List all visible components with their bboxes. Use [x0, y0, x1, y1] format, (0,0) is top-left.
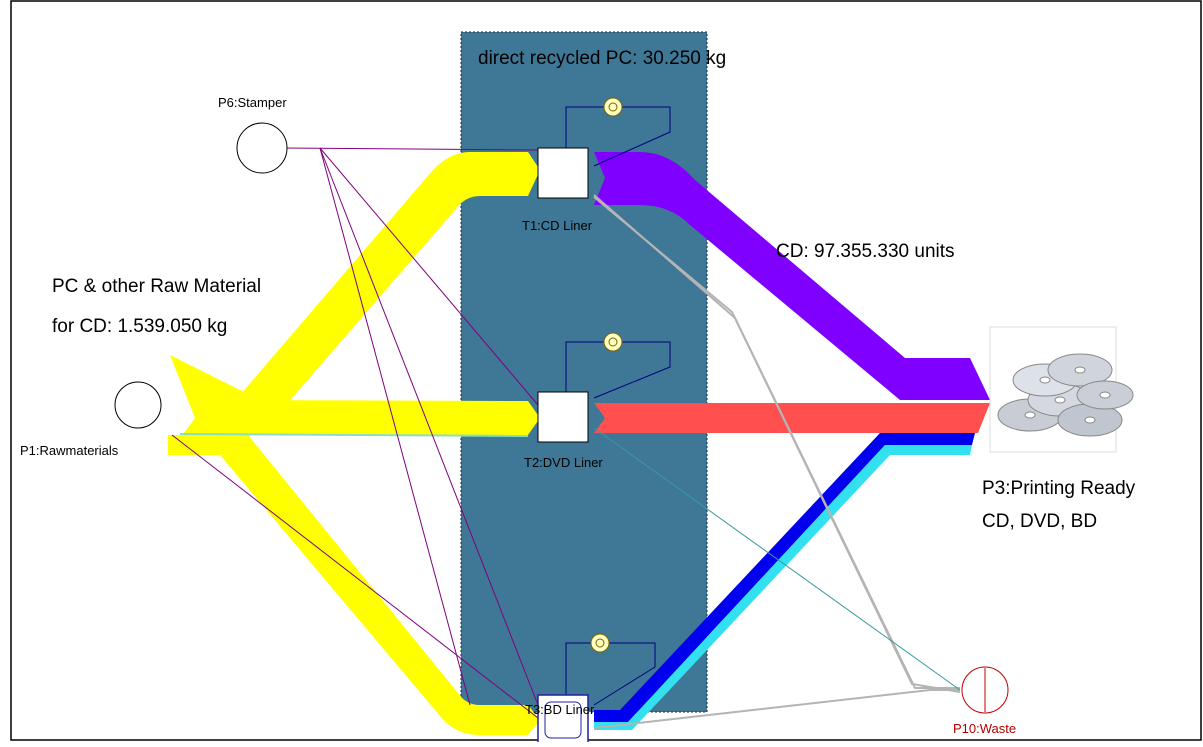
waste-lines [593, 194, 961, 729]
bd-liner-inner [544, 701, 582, 739]
raw-flow-to-cd [170, 152, 540, 420]
raw-flow-to-bd [168, 435, 540, 735]
printing-label-line2: CD, DVD, BD [982, 511, 1097, 532]
bd-liner-label: T3:BD Liner [525, 702, 595, 717]
recycle-loop-cd [565, 106, 671, 167]
dvd-waste-line [593, 427, 961, 691]
recycle-loop-dvd [565, 341, 671, 399]
waste-label: P10:Waste [953, 721, 1016, 736]
recycle-loop-bd [565, 642, 656, 706]
recycle-valve-icon [590, 97, 623, 653]
cd-liner-box[interactable] [537, 147, 589, 199]
raw-flow-thin-cyan [179, 433, 529, 437]
raw-flow-to-dvd [195, 400, 540, 435]
process-panel [460, 31, 708, 713]
printing-label-line1: P3:Printing Ready [982, 478, 1136, 499]
cd-liner-label: T1:CD Liner [522, 218, 593, 233]
cd-stack-image [989, 326, 1134, 453]
rawmaterials-node[interactable] [114, 381, 162, 429]
stamper-label: P6:Stamper [218, 95, 287, 110]
dvd-output-flow [594, 403, 990, 433]
recycle-note: direct recycled PC: 30.250 kg [478, 48, 726, 69]
bd-output-flow-secondary [594, 445, 972, 730]
cd-flow-note: CD: 97.355.330 units [776, 241, 955, 262]
cd-output-flow [594, 152, 990, 400]
raw-material-note-line2: for CD: 1.539.050 kg [52, 316, 227, 337]
stamper-node[interactable] [236, 122, 288, 174]
dvd-liner-label: T2:DVD Liner [524, 455, 603, 470]
dvd-liner-box[interactable] [537, 391, 589, 443]
rawmaterials-label: P1:Rawmaterials [20, 443, 119, 458]
bd-output-flow [594, 433, 975, 722]
raw-material-note-line1: PC & other Raw Material [52, 276, 261, 297]
raw-flow-junction [168, 355, 250, 455]
stamper-lines [171, 147, 539, 719]
